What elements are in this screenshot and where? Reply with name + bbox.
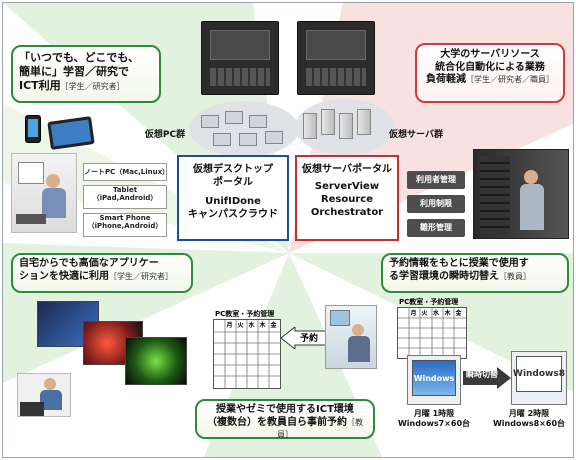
day-header: 水 bbox=[248, 322, 255, 329]
device-os-label: （iPad,Android） bbox=[92, 194, 158, 203]
administrator-at-server-rack-image bbox=[473, 149, 569, 239]
reservation-grid-title: PC教室・予約管理 bbox=[215, 310, 275, 318]
management-usage-limit: 利用制限 bbox=[407, 195, 465, 213]
windows8-screen: Windows8 bbox=[513, 356, 565, 392]
device-notebook: ノートPC（Mac,Linux） bbox=[83, 163, 170, 181]
portal-title: 仮想デスクトップ bbox=[193, 164, 273, 175]
virtual-server-icon bbox=[321, 109, 335, 135]
virtual-server-label: 仮想サーバ群 bbox=[389, 130, 443, 140]
portal-product-name: UnifIDone bbox=[205, 196, 261, 207]
virtual-server-icon bbox=[339, 113, 353, 139]
device-os-label: （iPhone,Android） bbox=[87, 222, 163, 231]
callout-text: 自宅からでも高価なアプリケー bbox=[19, 258, 159, 269]
caption-line: Windows8×60台 bbox=[492, 419, 566, 429]
virtual-pc-icon bbox=[239, 133, 257, 146]
cad-application-screenshot bbox=[125, 337, 187, 385]
management-template: 雛形管理 bbox=[407, 219, 465, 237]
portal-title: ポータル bbox=[213, 177, 253, 188]
switching-grid-title: PC教室・予約管理 bbox=[399, 298, 459, 306]
callout-instant-switch: 予約情報をもとに授業で使用す る学習環境の瞬時切替え［教員］ bbox=[381, 253, 569, 293]
teacher-on-train-image bbox=[325, 305, 377, 369]
callout-text: 大学のサーバリソース bbox=[440, 49, 540, 60]
switching-grid-lines bbox=[398, 308, 466, 358]
management-user-admin: 利用者管理 bbox=[407, 171, 465, 189]
device-label: Smart Phone bbox=[99, 214, 151, 222]
callout-audience-tag: ［学生／研究者／職員］ bbox=[466, 75, 554, 84]
virtual-pc-icon bbox=[201, 115, 219, 128]
windows7-classroom-pc: Windows bbox=[407, 355, 461, 405]
callout-text: 「いつでも、どこでも、 bbox=[19, 51, 140, 64]
caption-period1: 月曜 1時限 Windows7×60台 bbox=[391, 409, 477, 430]
windows8-classroom-pc: Windows8 bbox=[511, 351, 567, 405]
day-header: 金 bbox=[455, 310, 462, 317]
portal-product-name: Resource bbox=[320, 194, 374, 205]
callout-text: ションを快適に利用 bbox=[19, 270, 109, 282]
day-header: 木 bbox=[444, 310, 451, 317]
caption-period2: 月曜 2時限 Windows8×60台 bbox=[487, 409, 571, 430]
virtual-pc-icon bbox=[225, 111, 243, 124]
day-header: 月 bbox=[226, 322, 233, 329]
portal-product-name: ServerView bbox=[314, 181, 380, 192]
switching-day-headers: 月 火 水 木 金 bbox=[408, 308, 466, 317]
reservation-grid-lines bbox=[214, 320, 280, 388]
caption-line: 月曜 1時限 bbox=[413, 409, 455, 418]
server-rack-left bbox=[201, 21, 279, 95]
device-smartphone: Smart Phone （iPhone,Android） bbox=[83, 213, 167, 237]
device-label: ノートPC（Mac,Linux） bbox=[84, 168, 170, 176]
callout-audience-tag: ［学生／研究者］ bbox=[60, 81, 125, 91]
callout-text: 授業やゼミで使用するICT環境 bbox=[216, 404, 354, 415]
portal-title: 仮想サーバポータル bbox=[302, 164, 392, 175]
callout-text: 統合化自動化による業務 bbox=[435, 61, 545, 73]
reservation-day-headers: 月 火 水 木 金 bbox=[224, 320, 280, 330]
virtual-desktop-portal-panel: 仮想デスクトップ ポータル UnifIDone キャンパスクラウド bbox=[177, 155, 289, 241]
virtual-server-icon bbox=[303, 113, 317, 139]
callout-text: （複数台）を教員自ら事前予約 bbox=[207, 416, 347, 428]
device-tablet: Tablet （iPad,Android） bbox=[83, 185, 167, 209]
day-header: 木 bbox=[259, 322, 266, 329]
day-header: 火 bbox=[237, 322, 244, 329]
virtual-pc-icon bbox=[213, 133, 231, 146]
os-name: Windows8 bbox=[513, 369, 565, 379]
callout-anytime-anywhere: 「いつでも、どこでも、 簡単に」学習／研究で ICT利用［学生／研究者］ bbox=[11, 45, 161, 103]
os-name: Windows bbox=[413, 373, 455, 383]
virtual-pc-label: 仮想PC群 bbox=[144, 130, 186, 140]
day-header: 火 bbox=[421, 310, 428, 317]
day-header: 月 bbox=[410, 310, 417, 317]
user-at-desk-image bbox=[17, 373, 71, 417]
callout-audience-tag: ［学生／研究者］ bbox=[109, 271, 173, 281]
reserve-label: 予約 bbox=[299, 334, 318, 344]
server-rack-right bbox=[297, 21, 375, 95]
day-header: 水 bbox=[432, 310, 439, 317]
callout-audience-tag: ［教員］ bbox=[277, 417, 363, 440]
callout-expensive-apps: 自宅からでも高価なアプリケー ションを快適に利用［学生／研究者］ bbox=[11, 253, 193, 293]
switch-arrow bbox=[463, 367, 511, 389]
virtual-pc-cloud bbox=[189, 101, 299, 157]
caption-line: 月曜 2時限 bbox=[508, 409, 550, 418]
callout-audience-tag: ［教員］ bbox=[499, 271, 531, 281]
caption-line: Windows7×60台 bbox=[397, 419, 471, 429]
virtual-pc-icon bbox=[265, 131, 283, 144]
virtual-pc-icon bbox=[249, 115, 267, 128]
virtual-server-portal-panel: 仮想サーバポータル ServerView Resource Orchestrat… bbox=[295, 155, 399, 241]
day-header: 金 bbox=[270, 322, 277, 329]
callout-text: 予約情報をもとに授業で使用す bbox=[389, 258, 529, 269]
portal-product-name: Orchestrator bbox=[310, 207, 384, 218]
callout-text: 負荷軽減 bbox=[426, 74, 466, 85]
reserve-arrow bbox=[281, 327, 327, 349]
callout-advance-reservation: 授業やゼミで使用するICT環境 （複数台）を教員自ら事前予約［教員］ bbox=[195, 399, 375, 439]
portal-product-name: キャンパスクラウド bbox=[188, 209, 278, 220]
virtual-server-icon bbox=[357, 109, 371, 135]
callout-workload-reduction: 大学のサーバリソース 統合化自動化による業務 負荷軽減［学生／研究者／職員］ bbox=[415, 43, 565, 103]
switch-label: 瞬時切替 bbox=[466, 370, 498, 379]
device-label: Tablet bbox=[112, 186, 138, 194]
callout-text: ICT利用 bbox=[19, 78, 61, 92]
callout-text: 簡単に」学習／研究で bbox=[19, 64, 129, 78]
user-with-notebook-image bbox=[11, 153, 77, 233]
windows7-screen: Windows bbox=[412, 360, 456, 396]
reservation-grid bbox=[213, 319, 281, 389]
callout-text: る学習環境の瞬時切替え bbox=[389, 270, 499, 282]
smartphone-icon bbox=[25, 115, 41, 143]
